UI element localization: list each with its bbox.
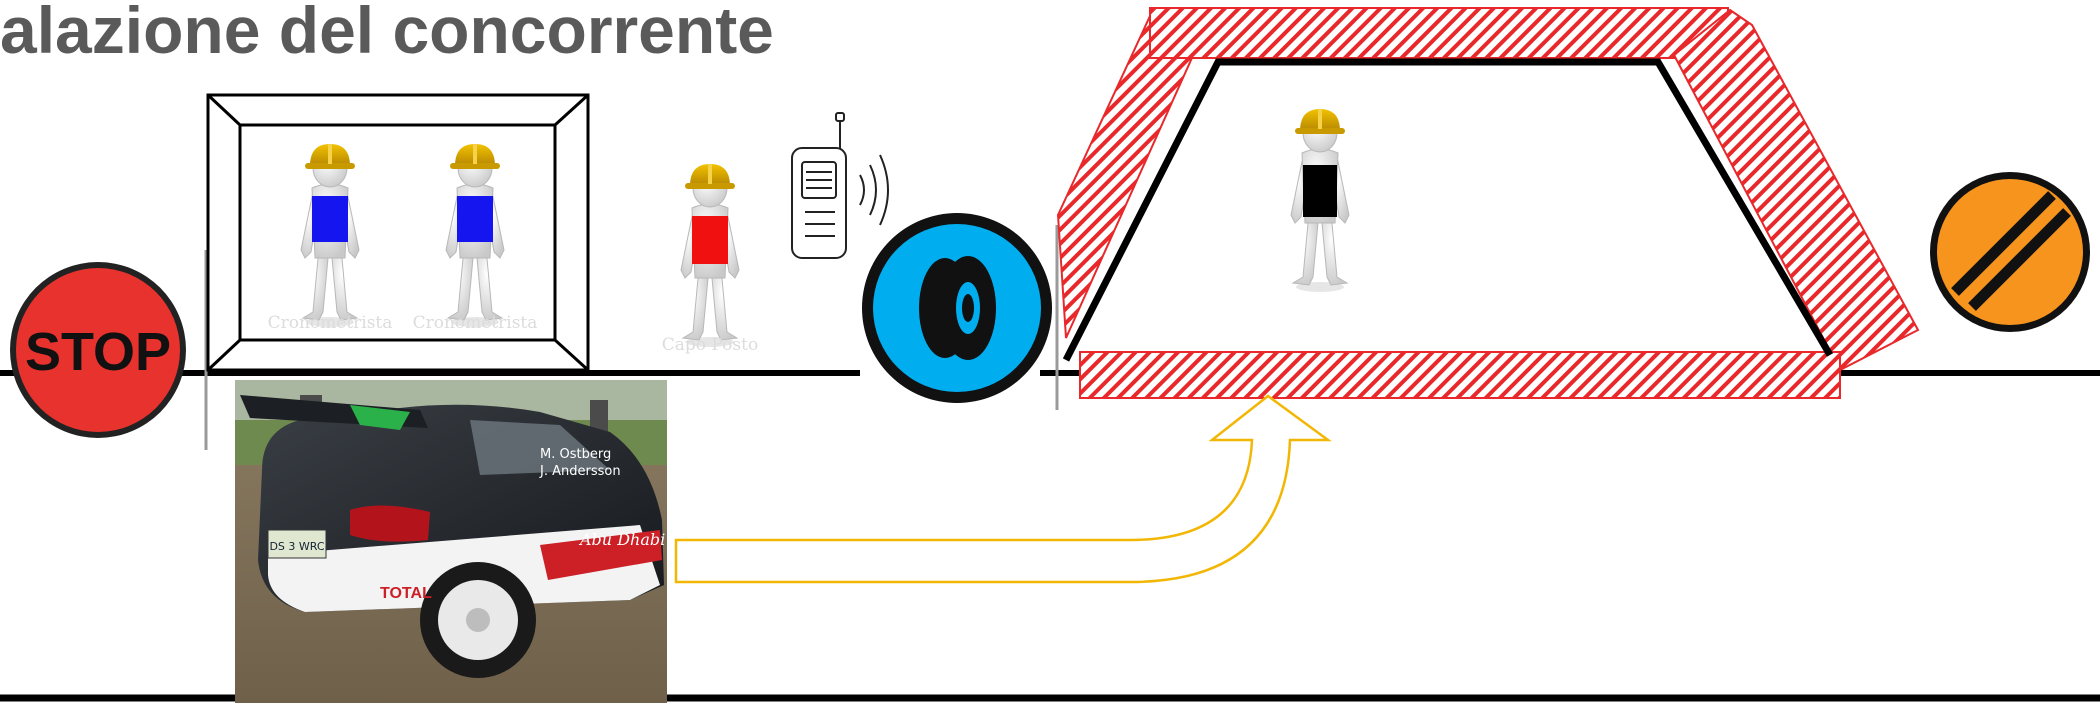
route-arrow xyxy=(674,394,1332,584)
timekeeper-label-1: Cronometrista xyxy=(268,313,393,333)
control-area-right-band xyxy=(1672,8,1920,372)
car-brand: TOTAL xyxy=(380,585,432,602)
timekeeper-booth xyxy=(206,93,590,372)
end-of-restriction-icon xyxy=(1951,191,2071,311)
timekeeper-shirt-2 xyxy=(457,196,493,242)
car-driver-1: M. Ostberg xyxy=(540,447,611,462)
chief-shirt xyxy=(692,216,728,264)
timekeeper-figure-1: Cronometrista xyxy=(268,143,393,333)
walkie-talkie-icon xyxy=(791,112,889,259)
control-area-road-edge xyxy=(1062,58,1834,362)
control-area-bottom-band xyxy=(1079,351,1841,399)
marshal-shirt xyxy=(1303,165,1337,217)
end-sign xyxy=(1930,172,2090,332)
timekeeper-label-2: Cronometrista xyxy=(413,313,538,333)
timekeeper-figure-2: Cronometrista xyxy=(413,143,538,333)
car-driver-2: J. Andersson xyxy=(539,464,621,479)
stop-sign: STOP xyxy=(10,262,186,438)
timekeeper-shirt-1 xyxy=(312,196,348,242)
chief-label: Capo Posto xyxy=(662,335,758,355)
car-photo: DS 3 WRC M. Ostberg J. Andersson Abu Dha… xyxy=(235,380,667,703)
control-area xyxy=(1056,7,1920,399)
page-title: alazione del concorrente xyxy=(0,0,774,67)
marshal-figure xyxy=(1290,108,1350,293)
control-area-top-band xyxy=(1149,7,1729,59)
car-plate: DS 3 WRC xyxy=(269,540,324,553)
chief-figure: Capo Posto xyxy=(662,163,758,355)
stop-sign-text: STOP xyxy=(25,322,171,382)
car-sponsor: Abu Dhabi xyxy=(578,530,665,549)
tyre-sign xyxy=(862,213,1052,403)
control-area-left-band xyxy=(1056,14,1202,339)
tyre-icon xyxy=(919,256,996,360)
